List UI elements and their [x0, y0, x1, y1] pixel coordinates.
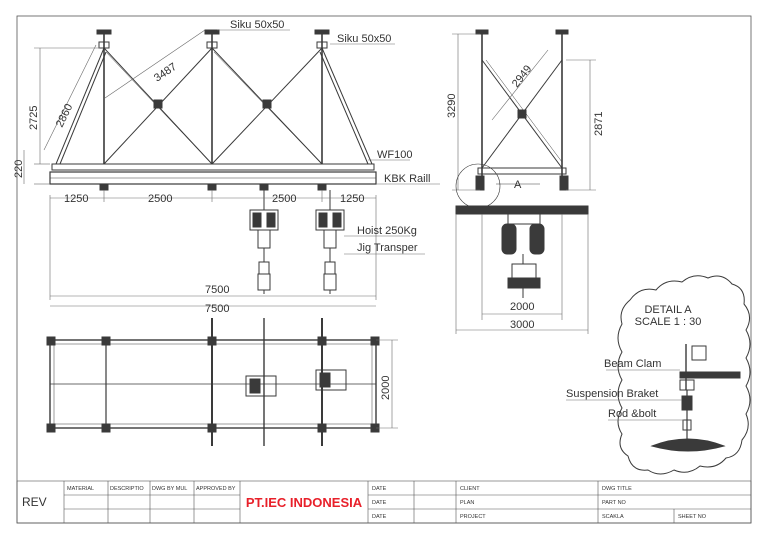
- label-wf100: WF100: [377, 149, 412, 161]
- detail-a-scale: SCALE 1 : 30: [635, 316, 702, 328]
- tb-scale: SCAKLA: [602, 514, 624, 520]
- label-beam-clamp: Beam Clam: [604, 358, 661, 370]
- tb-sheet-no: SHEET NO: [678, 514, 707, 520]
- tb-description: DESCRIPTIO: [110, 486, 144, 492]
- tb-company: PT.IEC INDONESIA: [246, 495, 363, 510]
- section-marker-a: A: [514, 179, 522, 191]
- tb-rev: REV: [22, 495, 47, 509]
- label-jig: Jig Transper: [357, 242, 418, 254]
- tb-dwg-title: DWG TITLE: [602, 486, 632, 492]
- label-siku-left: Siku 50x50: [230, 19, 284, 31]
- label-rod: Rod &bolt: [608, 408, 656, 420]
- tb-date-2: DATE: [372, 500, 387, 506]
- detail-a-cloud-border: [617, 275, 751, 475]
- tb-project: PROJECT: [460, 514, 486, 520]
- dim-h-low: 220: [13, 160, 25, 178]
- dim-top-width: 2000: [380, 376, 392, 400]
- title-block: [16, 480, 752, 524]
- title-block-text: REV MATERIAL DESCRIPTIO DWG BY MUL APPRO…: [22, 486, 707, 520]
- tb-drawn-by: DWG BY MUL: [152, 486, 187, 492]
- tb-plan: PLAN: [460, 500, 474, 506]
- dim-h-total: 2725: [28, 106, 40, 130]
- wf100-beam: [51, 163, 375, 171]
- dim-side-width-inner: 2000: [510, 301, 534, 313]
- side-view-text: 3290 2871 2949 2000 3000 A: [446, 63, 605, 331]
- top-view-dimensions: [376, 339, 398, 429]
- dim-span-3: 2500: [272, 193, 296, 205]
- detail-a-marker-circle: [455, 163, 501, 209]
- top-view: [46, 318, 380, 446]
- side-rail: [455, 205, 589, 215]
- sheet-border: [16, 15, 752, 524]
- dim-overall-front: 7500: [205, 284, 229, 296]
- label-siku-right: Siku 50x50: [337, 33, 391, 45]
- tb-date-3: DATE: [372, 514, 387, 520]
- detail-a: DETAIL A SCALE 1 : 30 Beam Clam Suspensi…: [566, 275, 751, 475]
- tb-date-1: DATE: [372, 486, 387, 492]
- dim-side-diag: 2949: [510, 63, 535, 90]
- dim-span-1: 1250: [64, 193, 88, 205]
- tb-approved-by: APPROVED BY: [196, 486, 236, 492]
- dim-span-2: 2500: [148, 193, 172, 205]
- front-view: [49, 29, 377, 294]
- tb-part-no: PART NO: [602, 500, 627, 506]
- dim-side-height-right: 2871: [593, 112, 605, 136]
- tb-material: MATERIAL: [67, 486, 94, 492]
- detail-a-title: DETAIL A: [644, 304, 692, 316]
- front-view-dimensions: [23, 29, 440, 307]
- dim-span-4: 1250: [340, 193, 364, 205]
- label-suspension: Suspension Braket: [566, 388, 658, 400]
- side-view-dimensions: [452, 33, 596, 334]
- dim-top-length: 7500: [205, 303, 229, 315]
- label-hoist: Hoist 250Kg: [357, 225, 417, 237]
- dim-side-width-outer: 3000: [510, 319, 534, 331]
- dim-side-height-left: 3290: [446, 94, 458, 118]
- tb-client: CLIENT: [460, 486, 480, 492]
- dim-diag-mid: 3487: [152, 61, 179, 85]
- label-kbk-rail: KBK Raill: [384, 173, 430, 185]
- front-view-text: Siku 50x50 Siku 50x50 WF100 KBK Raill Ho…: [13, 19, 430, 296]
